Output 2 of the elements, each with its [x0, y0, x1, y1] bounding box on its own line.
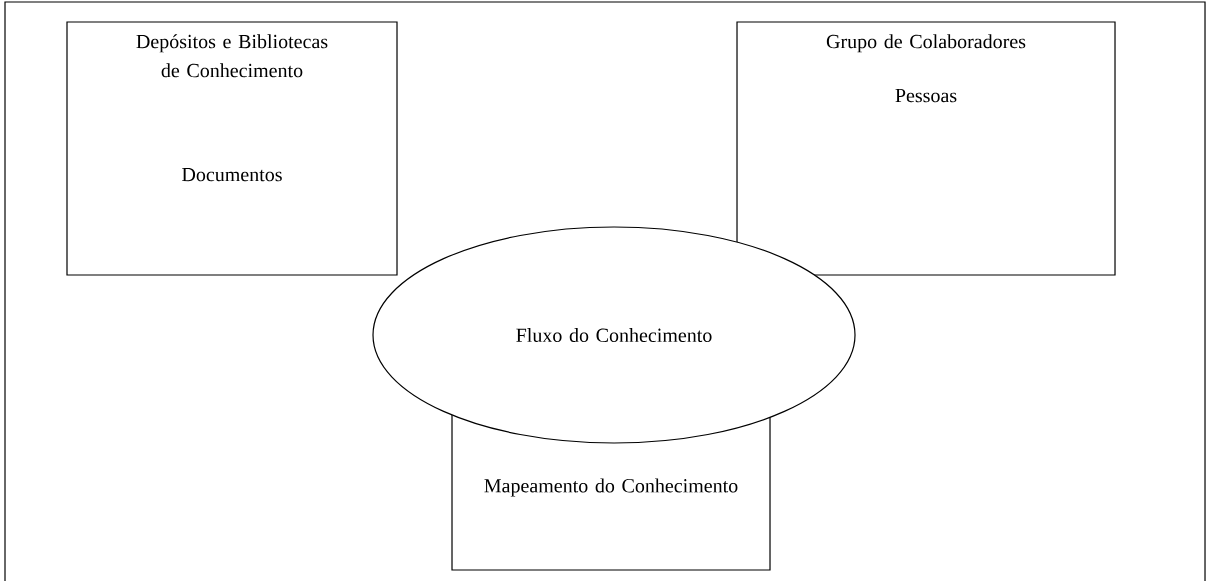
text-box: Grupo de Colaboradores Pessoas	[736, 21, 1116, 276]
text-box: Depósitos e Bibliotecas de Conhecimento Documentos	[66, 21, 398, 276]
